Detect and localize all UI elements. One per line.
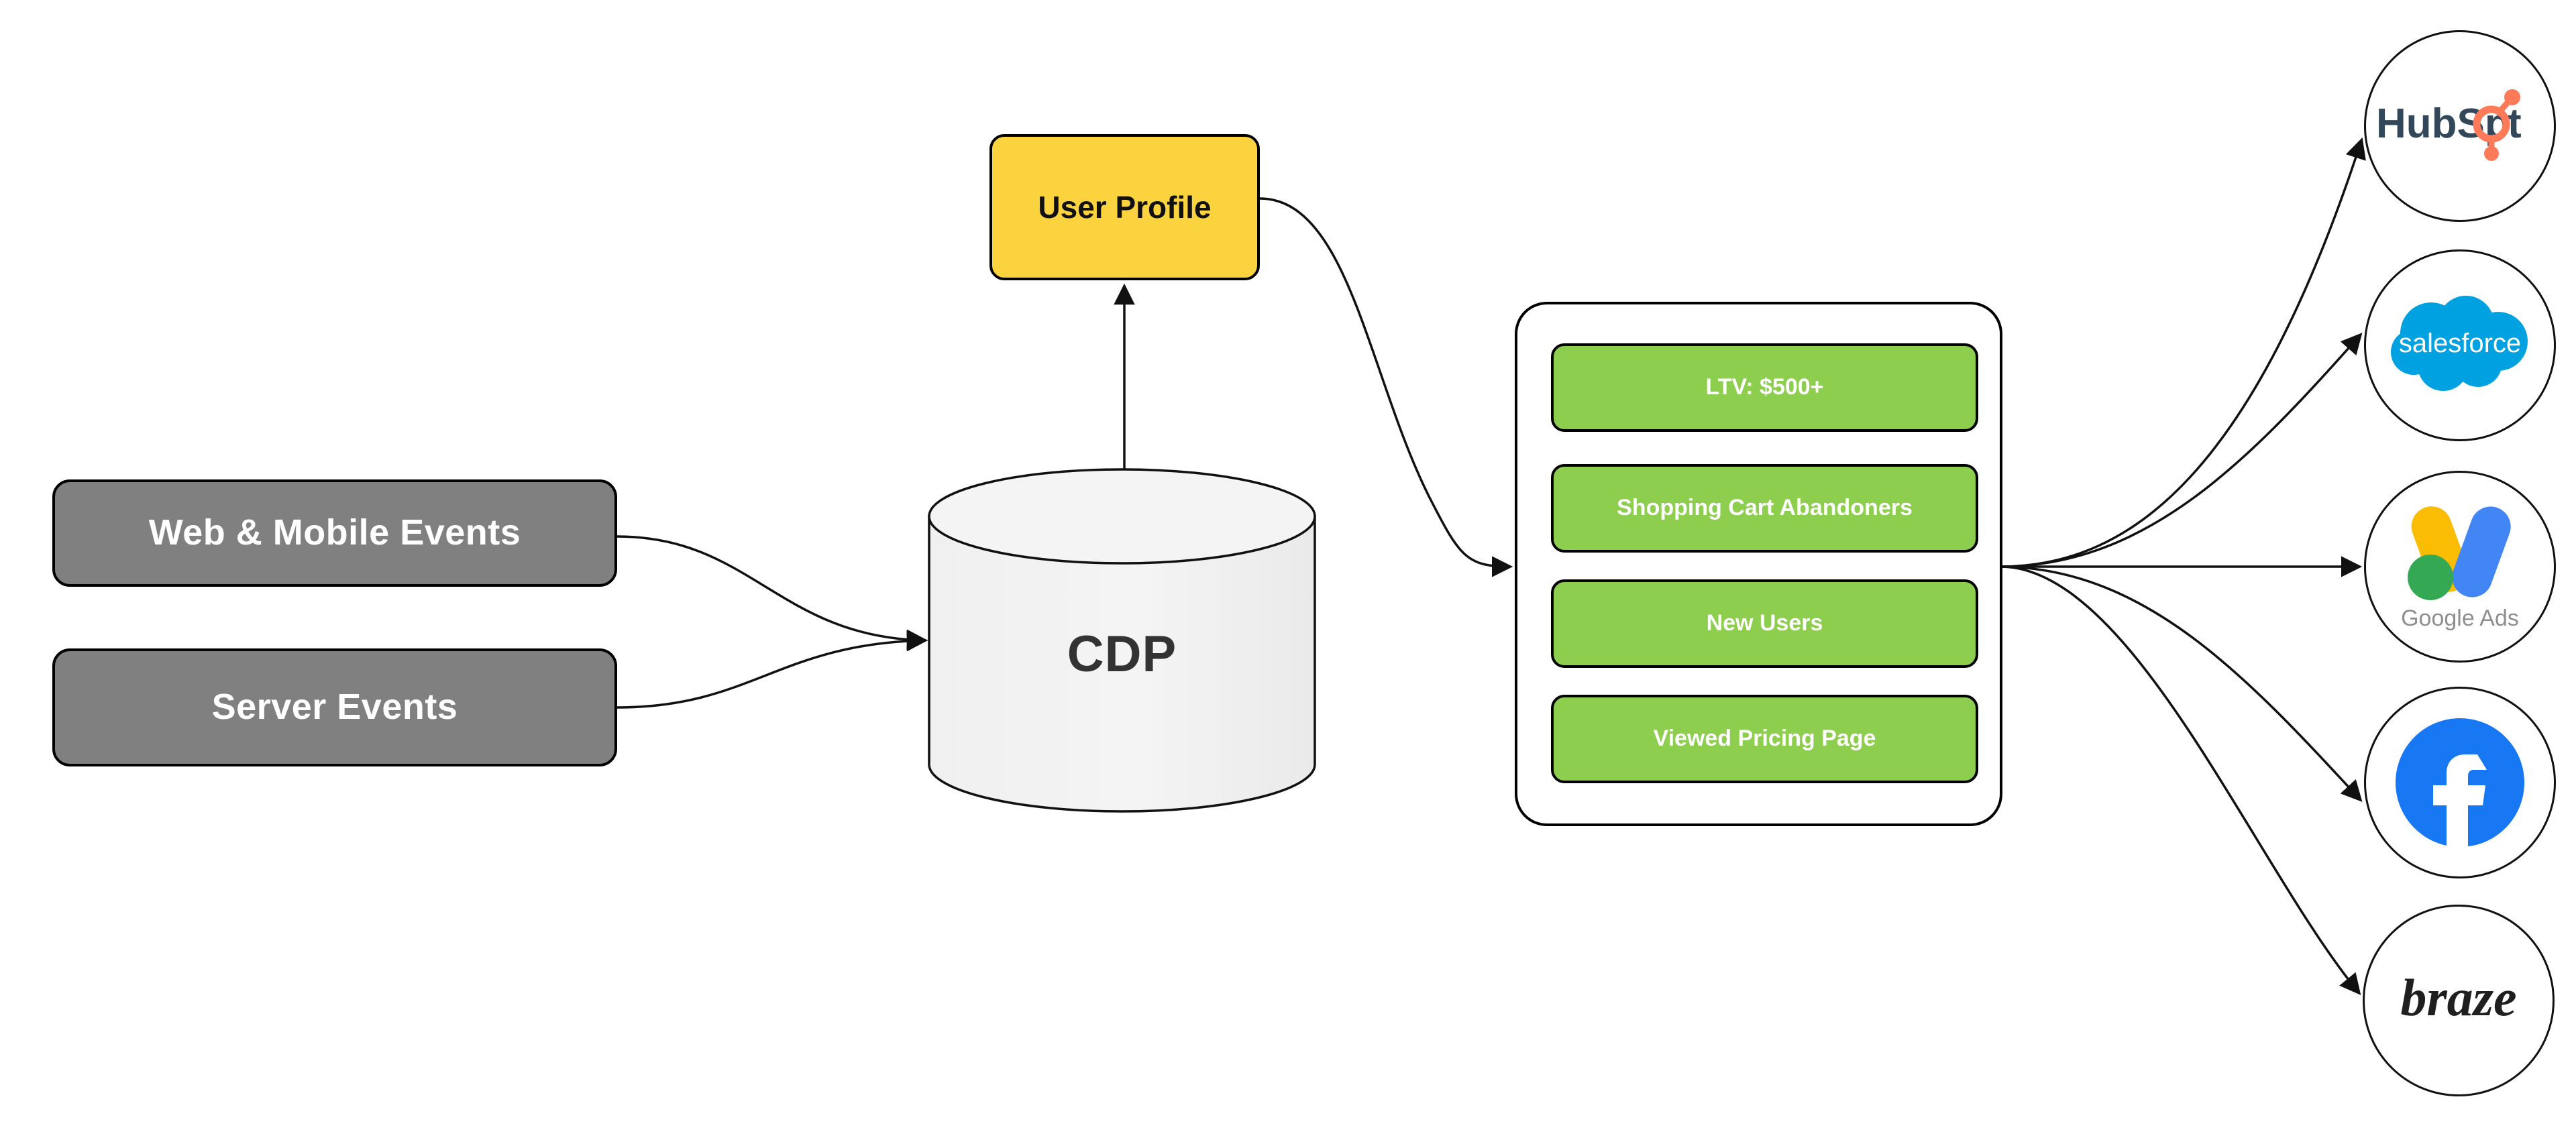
svg-text:Google Ads: Google Ads [2401, 606, 2519, 631]
edges-sources-to-cdp [616, 535, 928, 709]
svg-text:braze: braze [2400, 968, 2516, 1027]
segment-label: New Users [1706, 610, 1823, 636]
cdp-datastore[interactable]: CDP [929, 469, 1315, 811]
destination-facebook[interactable] [2364, 687, 2556, 878]
edges-segments-to-destinations [2002, 137, 2366, 996]
segment-label: Shopping Cart Abandoners [1617, 495, 1913, 521]
edge-to-salesforce [2002, 333, 2363, 568]
segment-item[interactable]: LTV: $500+ [1551, 343, 1978, 432]
edge-to-braze [2002, 565, 2361, 996]
cdp-label: CDP [1067, 625, 1177, 683]
salesforce-logo-icon: salesforce [2391, 296, 2528, 391]
cdp-cylinder-shape [928, 468, 1316, 813]
user-profile-node[interactable]: User Profile [989, 134, 1260, 280]
destination-salesforce[interactable]: salesforce [2364, 249, 2556, 441]
source-label: Web & Mobile Events [148, 512, 521, 553]
hubspot-logo-icon: HubSp t [2376, 89, 2522, 161]
destination-google-ads[interactable]: Google Ads [2364, 471, 2556, 663]
edge-to-facebook [2002, 565, 2363, 802]
segment-item[interactable]: New Users [1551, 579, 1978, 668]
braze-logo-icon: braze [2400, 968, 2516, 1027]
edge-web-to-cdp [616, 535, 928, 651]
user-profile-label: User Profile [1038, 190, 1212, 225]
source-label: Server Events [211, 687, 458, 728]
segment-item[interactable]: Shopping Cart Abandoners [1551, 464, 1978, 553]
edge-server-to-cdp [616, 630, 928, 709]
segment-item[interactable]: Viewed Pricing Page [1551, 695, 1978, 783]
source-box-web-mobile-events[interactable]: Web & Mobile Events [52, 479, 617, 587]
google-ads-logo-icon: Google Ads [2401, 506, 2519, 631]
edge-to-hubspot [2002, 137, 2366, 568]
facebook-logo-icon [2396, 718, 2524, 847]
svg-text:salesforce: salesforce [2399, 329, 2521, 358]
source-box-server-events[interactable]: Server Events [52, 648, 617, 766]
destination-hubspot[interactable]: HubSp t [2364, 30, 2556, 222]
segment-label: Viewed Pricing Page [1653, 726, 1876, 752]
destination-braze[interactable]: braze [2363, 905, 2555, 1096]
edge-profile-to-segments [1259, 197, 1513, 577]
svg-text:t: t [2508, 101, 2522, 147]
segment-label: LTV: $500+ [1705, 374, 1824, 400]
segments-container: LTV: $500+ Shopping Cart Abandoners New … [1515, 302, 2002, 826]
